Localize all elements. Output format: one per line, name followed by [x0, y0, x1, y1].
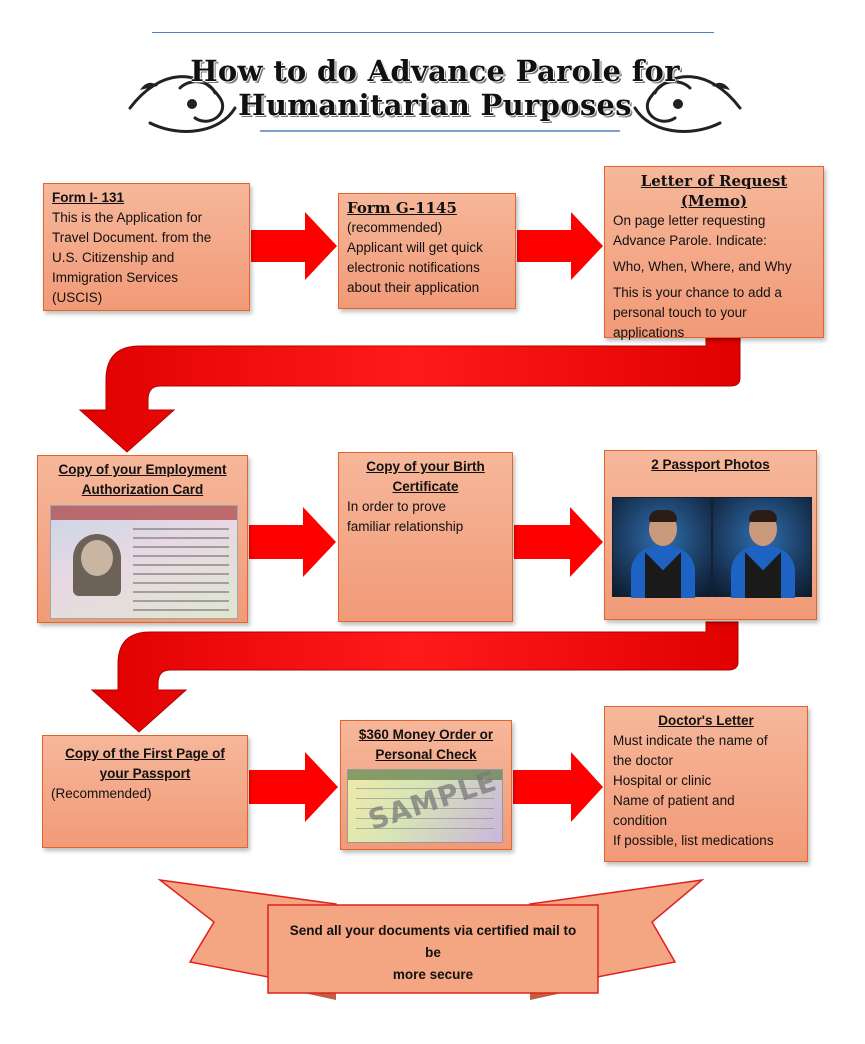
arrow-birth-to-photos [514, 507, 603, 577]
step-form-g1145: Form G-1145 (recommended) Applicant will… [338, 193, 516, 309]
title-banner: How to do Advance Parole for Humanitaria… [120, 48, 750, 138]
top-rule [152, 32, 714, 33]
doctors-letter-heading: Doctor's Letter [658, 713, 754, 728]
form-i131-line: Travel Document. from the [52, 230, 212, 245]
banner-message: Send all your documents via certified ma… [282, 920, 584, 986]
birth-cert-heading-1: Copy of your Birth [366, 459, 485, 474]
arrow-passport-to-money [249, 752, 338, 822]
banner-line-2: more secure [392, 967, 474, 982]
birth-cert-line: familiar relationship [347, 519, 464, 534]
title-line-2: Humanitarian Purposes [238, 88, 632, 122]
money-order-heading-1: $360 Money Order or [358, 727, 494, 742]
passport-page-heading-2: your Passport [99, 766, 191, 781]
employment-card-heading-1: Copy of your Employment [58, 462, 227, 477]
flourish-ornament [128, 75, 742, 133]
step-letter-of-request: Letter of Request (Memo) On page letter … [604, 166, 824, 340]
letter-line: personal touch to your [613, 305, 747, 320]
letter-heading: Letter of Request (Memo) [640, 172, 788, 210]
passport-page-heading-1: Copy of the First Page of [65, 746, 225, 761]
money-order-heading-2: Personal Check [375, 747, 477, 762]
form-g1145-line: electronic notifications [347, 260, 480, 275]
form-g1145-heading: Form G-1145 [347, 199, 457, 217]
doctors-letter-line: If possible, list medications [613, 833, 774, 848]
doctors-letter-line: condition [613, 813, 668, 828]
form-g1145-line: about their application [347, 280, 480, 295]
form-i131-line: (USCIS) [52, 290, 103, 305]
form-g1145-line: Applicant will get quick [347, 240, 483, 255]
letter-line: Who, When, Where, and Why [613, 259, 792, 274]
form-i131-line: This is the Application for [52, 210, 203, 225]
form-i131-line: U.S. Citizenship and [52, 250, 175, 265]
ribbon-banner [157, 878, 705, 1000]
employment-card-heading-2: Authorization Card [81, 482, 204, 497]
arrow-money-to-doctor [513, 752, 603, 822]
form-i131-heading: Form I- 131 [52, 190, 125, 205]
doctors-letter-line: the doctor [613, 753, 674, 768]
passport-photos-heading: 2 Passport Photos [651, 457, 770, 472]
doctors-letter-line: Name of patient and [613, 793, 735, 808]
letter-line: This is your chance to add a [613, 285, 782, 300]
curve-arrow-row1-to-row2 [78, 337, 741, 453]
curve-arrow-row2-to-row3 [90, 621, 739, 733]
passport-photos-image [612, 497, 812, 598]
step-passport-page: Copy of the First Page of your Passport … [42, 735, 248, 848]
arrow-i131-to-g1145 [251, 212, 337, 280]
form-i131-line: Immigration Services [52, 270, 179, 285]
step-form-i131: Form I- 131 This is the Application for … [43, 183, 250, 311]
doctors-letter-line: Hospital or clinic [613, 773, 712, 788]
banner-line-1: Send all your documents via certified ma… [289, 923, 577, 960]
doctors-letter-line: Must indicate the name of [613, 733, 768, 748]
arrow-ead-to-birth [249, 507, 336, 577]
employment-card-image [50, 505, 238, 619]
letter-line: applications [613, 325, 685, 340]
passport-page-line: (Recommended) [51, 786, 152, 801]
form-g1145-line: (recommended) [347, 220, 443, 235]
birth-cert-heading-2: Certificate [392, 479, 459, 494]
step-birth-certificate: Copy of your Birth Certificate In order … [338, 452, 513, 622]
money-order-image: SAMPLE [347, 769, 503, 843]
letter-line: Advance Parole. Indicate: [613, 233, 767, 248]
birth-cert-line: In order to prove [347, 499, 447, 514]
step-doctors-letter: Doctor's Letter Must indicate the name o… [604, 706, 808, 862]
letter-line: On page letter requesting [613, 213, 766, 228]
title-line-1: How to do Advance Parole for [190, 54, 680, 88]
arrow-g1145-to-letter [517, 212, 603, 280]
